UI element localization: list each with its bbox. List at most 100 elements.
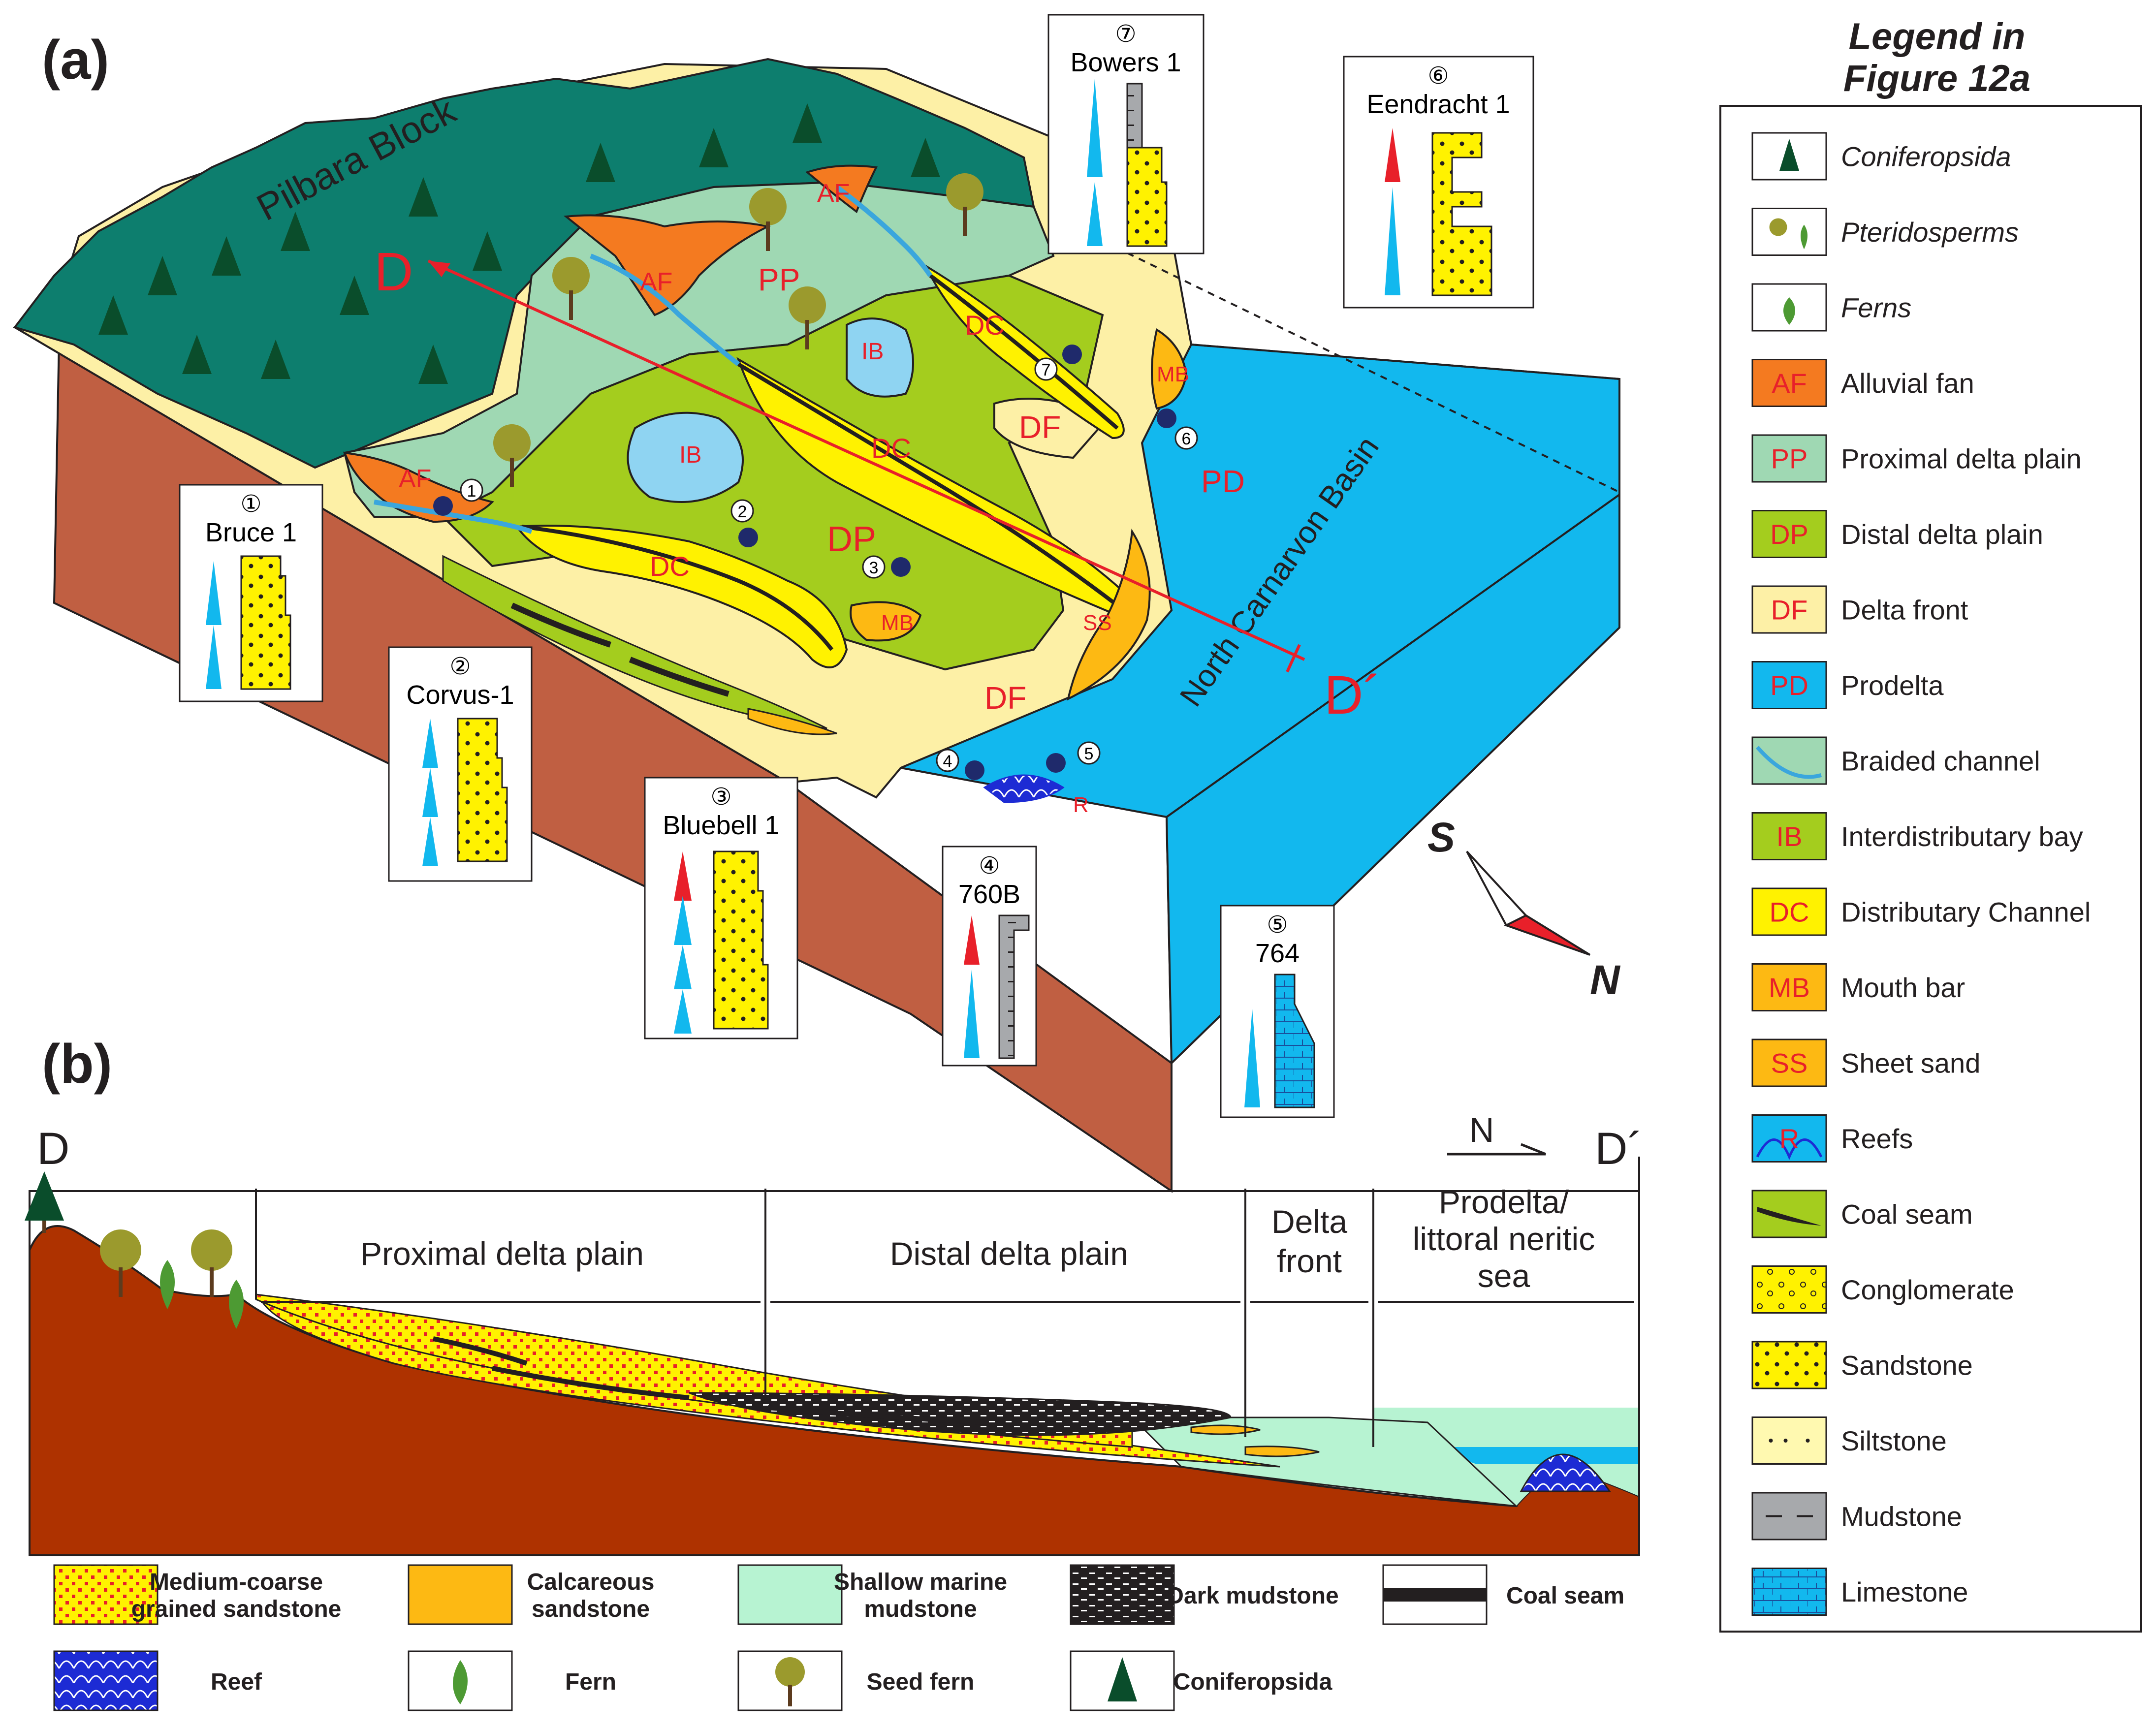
legend-code: MB (1769, 972, 1810, 1003)
front-sand-wedge (747, 708, 837, 735)
svg-text:6: 6 (1182, 430, 1191, 448)
legend-item-ferns: Ferns (1751, 283, 1911, 332)
legend-label: Mudstone (1841, 1501, 1962, 1532)
section-legend-label: Coniferopsida (1173, 1669, 1332, 1695)
legend-code: R (1779, 1123, 1799, 1154)
section-legend-label: Coal seam (1506, 1583, 1624, 1609)
label-mb-2: MB (1157, 362, 1189, 386)
well-box-bluebell: ③ Bluebell 1 (644, 777, 798, 1039)
label-pd: PD (1201, 464, 1245, 499)
section-coal-lens-2 (492, 1366, 690, 1400)
label-pp: PP (758, 262, 800, 297)
legend: Legend in Figure 12a ConiferopsidaPterid… (1719, 16, 2142, 1633)
legend-label: Prodelta (1841, 670, 1944, 701)
label-dc-3: DC (965, 310, 1005, 341)
zone-delta-front-label-2: front (1277, 1243, 1342, 1279)
svg-text:Bluebell 1: Bluebell 1 (663, 811, 779, 840)
legend-code: IB (1776, 821, 1803, 852)
legend-item-siltstone: Siltstone (1751, 1416, 1947, 1465)
svg-text:⑤: ⑤ (1267, 912, 1288, 938)
svg-text:3: 3 (869, 559, 879, 577)
legend-code: PP (1771, 443, 1808, 474)
svg-text:760B: 760B (958, 880, 1020, 909)
svg-text:Bowers 1: Bowers 1 (1070, 48, 1181, 77)
zone-prodelta-label-2: littoral neritic (1413, 1221, 1595, 1257)
sheet-sand (1067, 529, 1151, 701)
legend-label: Alluvial fan (1841, 368, 1974, 399)
svg-text:Corvus-1: Corvus-1 (406, 680, 514, 710)
label-dc-1: DC (650, 551, 690, 582)
legend-code: AF (1772, 368, 1807, 399)
well-box-corvus: ② Corvus-1 (388, 646, 533, 882)
label-ib-1: IB (679, 442, 701, 468)
legend-label: Pteridosperms (1841, 217, 2019, 248)
section-north-label: N (1469, 1111, 1494, 1149)
svg-text:2: 2 (738, 503, 747, 521)
well-box-eendracht: ⑥ Eendracht 1 (1343, 56, 1534, 309)
section-line-arrowhead (428, 261, 450, 277)
section-legend-label: Medium-coarse (150, 1569, 323, 1595)
section-right-label: D´ (1595, 1124, 1643, 1174)
legend-item-mudstone: Mudstone (1751, 1492, 1962, 1541)
legend-label: Conglomerate (1841, 1274, 2014, 1305)
section-line-start-label: D (374, 242, 413, 302)
section-legend-dark-mudstone: Dark mudstone (1070, 1564, 1339, 1625)
label-mb-1: MB (881, 611, 914, 635)
label-r: R (1073, 793, 1089, 817)
well-log-boxes: ① Bruce 1 ② Corvus-1 ③ Bluebell 1 ④ 760B (179, 14, 1534, 1118)
zone-delta-front-label-1: Delta (1271, 1203, 1347, 1240)
label-dc-2: DC (871, 433, 911, 464)
panel-a-label: (a) (42, 29, 109, 91)
alluvial-fan-2 (563, 214, 771, 316)
compass-n-label: N (1590, 957, 1621, 1003)
legend-label: Siltstone (1841, 1425, 1947, 1456)
svg-text:764: 764 (1255, 939, 1300, 968)
section-line-end-label: D´ (1324, 665, 1381, 725)
block-diagram: Pilbara Block North Carnarvon Basin D D´… (13, 58, 1621, 1193)
legend-label: Sheet sand (1841, 1048, 1980, 1079)
mouth-bar-north (1151, 328, 1188, 410)
well-marker-3: 3 (862, 555, 911, 579)
section-legend-label: grained sandstone (131, 1596, 342, 1622)
label-ss: SS (1083, 611, 1112, 635)
svg-text:①: ① (240, 491, 261, 517)
section-calcareous-lens-2 (1244, 1446, 1320, 1457)
compass: S N (1427, 814, 1621, 1003)
legend-item-conglomerate: Conglomerate (1751, 1265, 2014, 1314)
section-line (427, 259, 1305, 661)
front-coal-seam-2 (629, 657, 729, 697)
section-left-label: D (37, 1124, 69, 1174)
mouth-bar-south (850, 601, 922, 642)
legend-code: DF (1771, 595, 1808, 626)
section-calcareous-lens-1 (1190, 1424, 1261, 1435)
section-north-arrow: N (1447, 1111, 1546, 1156)
legend-item-sandstone: Sandstone (1751, 1341, 1973, 1389)
legend-frame (1719, 105, 2142, 1633)
legend-item-braided-channel: Braided channel (1751, 736, 2040, 785)
legend-item-coniferopsida: Coniferopsida (1751, 132, 2011, 181)
section-sea-surface (1427, 1447, 1639, 1464)
well-marker-1: 1 (433, 478, 483, 516)
compass-s-label: S (1427, 814, 1455, 860)
panel-b-label: (b) (42, 1033, 112, 1095)
well-markers: 1 2 3 4 5 6 7 (433, 345, 1198, 780)
legend-item-coal-seam: Coal seam (1751, 1190, 1973, 1238)
facies-labels: AF AF AF PP IB IB DC DC DC DP DF DF MB M… (399, 179, 1245, 817)
well-marker-4: 4 (936, 749, 984, 780)
section-legend-label: Seed fern (867, 1669, 975, 1695)
zone-prodelta-label-1: Prodelta/ (1439, 1184, 1569, 1220)
section-basement (29, 1225, 1640, 1556)
legend-label: Coniferopsida (1841, 141, 2011, 172)
section-reef-mound (1520, 1453, 1611, 1492)
